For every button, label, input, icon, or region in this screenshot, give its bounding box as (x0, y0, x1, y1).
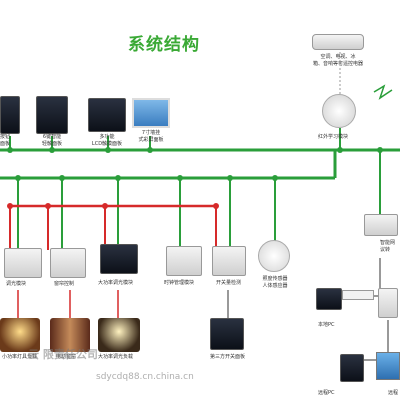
module-label: 调光模块 (6, 281, 27, 287)
remote-pc-icon (340, 354, 364, 382)
sensor-icon (258, 240, 290, 272)
chandelier-image (98, 318, 140, 352)
lighting-load-image (0, 318, 40, 352)
local-pc-icon (316, 288, 342, 310)
local-pc-label: 本地PC (318, 322, 335, 328)
module-label: 大功率调光模块 (98, 280, 134, 286)
air-conditioner-icon (312, 34, 364, 50)
panel-label: 6键智能 轻触面板 (41, 134, 62, 147)
load-label: 小功率灯具负载 (2, 354, 38, 360)
switch-detect-module-icon (212, 246, 246, 276)
gateway-module-icon (364, 214, 398, 236)
curtain-module-icon (50, 248, 86, 278)
diagram-title: 系统结构 (128, 35, 200, 55)
lcd-panel-icon (88, 98, 126, 132)
ir-sensor-icon (322, 94, 356, 128)
module-label: 照度传感器 人体感应器 (262, 276, 288, 289)
company-watermark: 云 限责任公司 (28, 348, 98, 361)
dimmer-module-icon (4, 248, 42, 278)
ir-module-label: 红外学习模块 (318, 134, 349, 140)
panel-label: 多功能 LCD触摸面板 (91, 134, 123, 147)
third-party-switch-label: 第三方开关面板 (210, 354, 246, 360)
high-power-dimmer-icon (100, 244, 138, 274)
module-label: 开关量检测 (216, 280, 242, 286)
router-icon (378, 288, 398, 318)
color-screen-panel-icon (132, 98, 170, 128)
url-watermark: sdycdq88.cn.china.cn (96, 372, 194, 382)
button-panel-icon (0, 96, 20, 134)
remote-pc-label: 远程PC (318, 390, 335, 396)
curtain-image (50, 318, 90, 352)
clock-module-icon (166, 246, 202, 276)
module-label: 窗帘控制 (54, 281, 75, 287)
switch-device-icon (342, 290, 374, 300)
module-label: 时钟管理模块 (164, 280, 195, 286)
load-label: 电动窗帘 (56, 354, 77, 360)
module-label: 智能网 议转 (380, 240, 396, 253)
panel-label: 按钮 面板 (0, 134, 11, 147)
remote-tablet-icon (376, 352, 400, 380)
six-key-panel-icon (36, 96, 68, 134)
third-party-switch-icon (210, 318, 244, 350)
appliances-caption: 空调、电视、冰 箱、音响等可遥控电器 (312, 54, 363, 67)
panel-label: 7寸墙挂 式彩屏面板 (138, 130, 164, 143)
remote-right-label: 远程 (388, 390, 399, 396)
wireless-icon (373, 84, 393, 100)
load-label: 大功率调光负载 (98, 354, 134, 360)
